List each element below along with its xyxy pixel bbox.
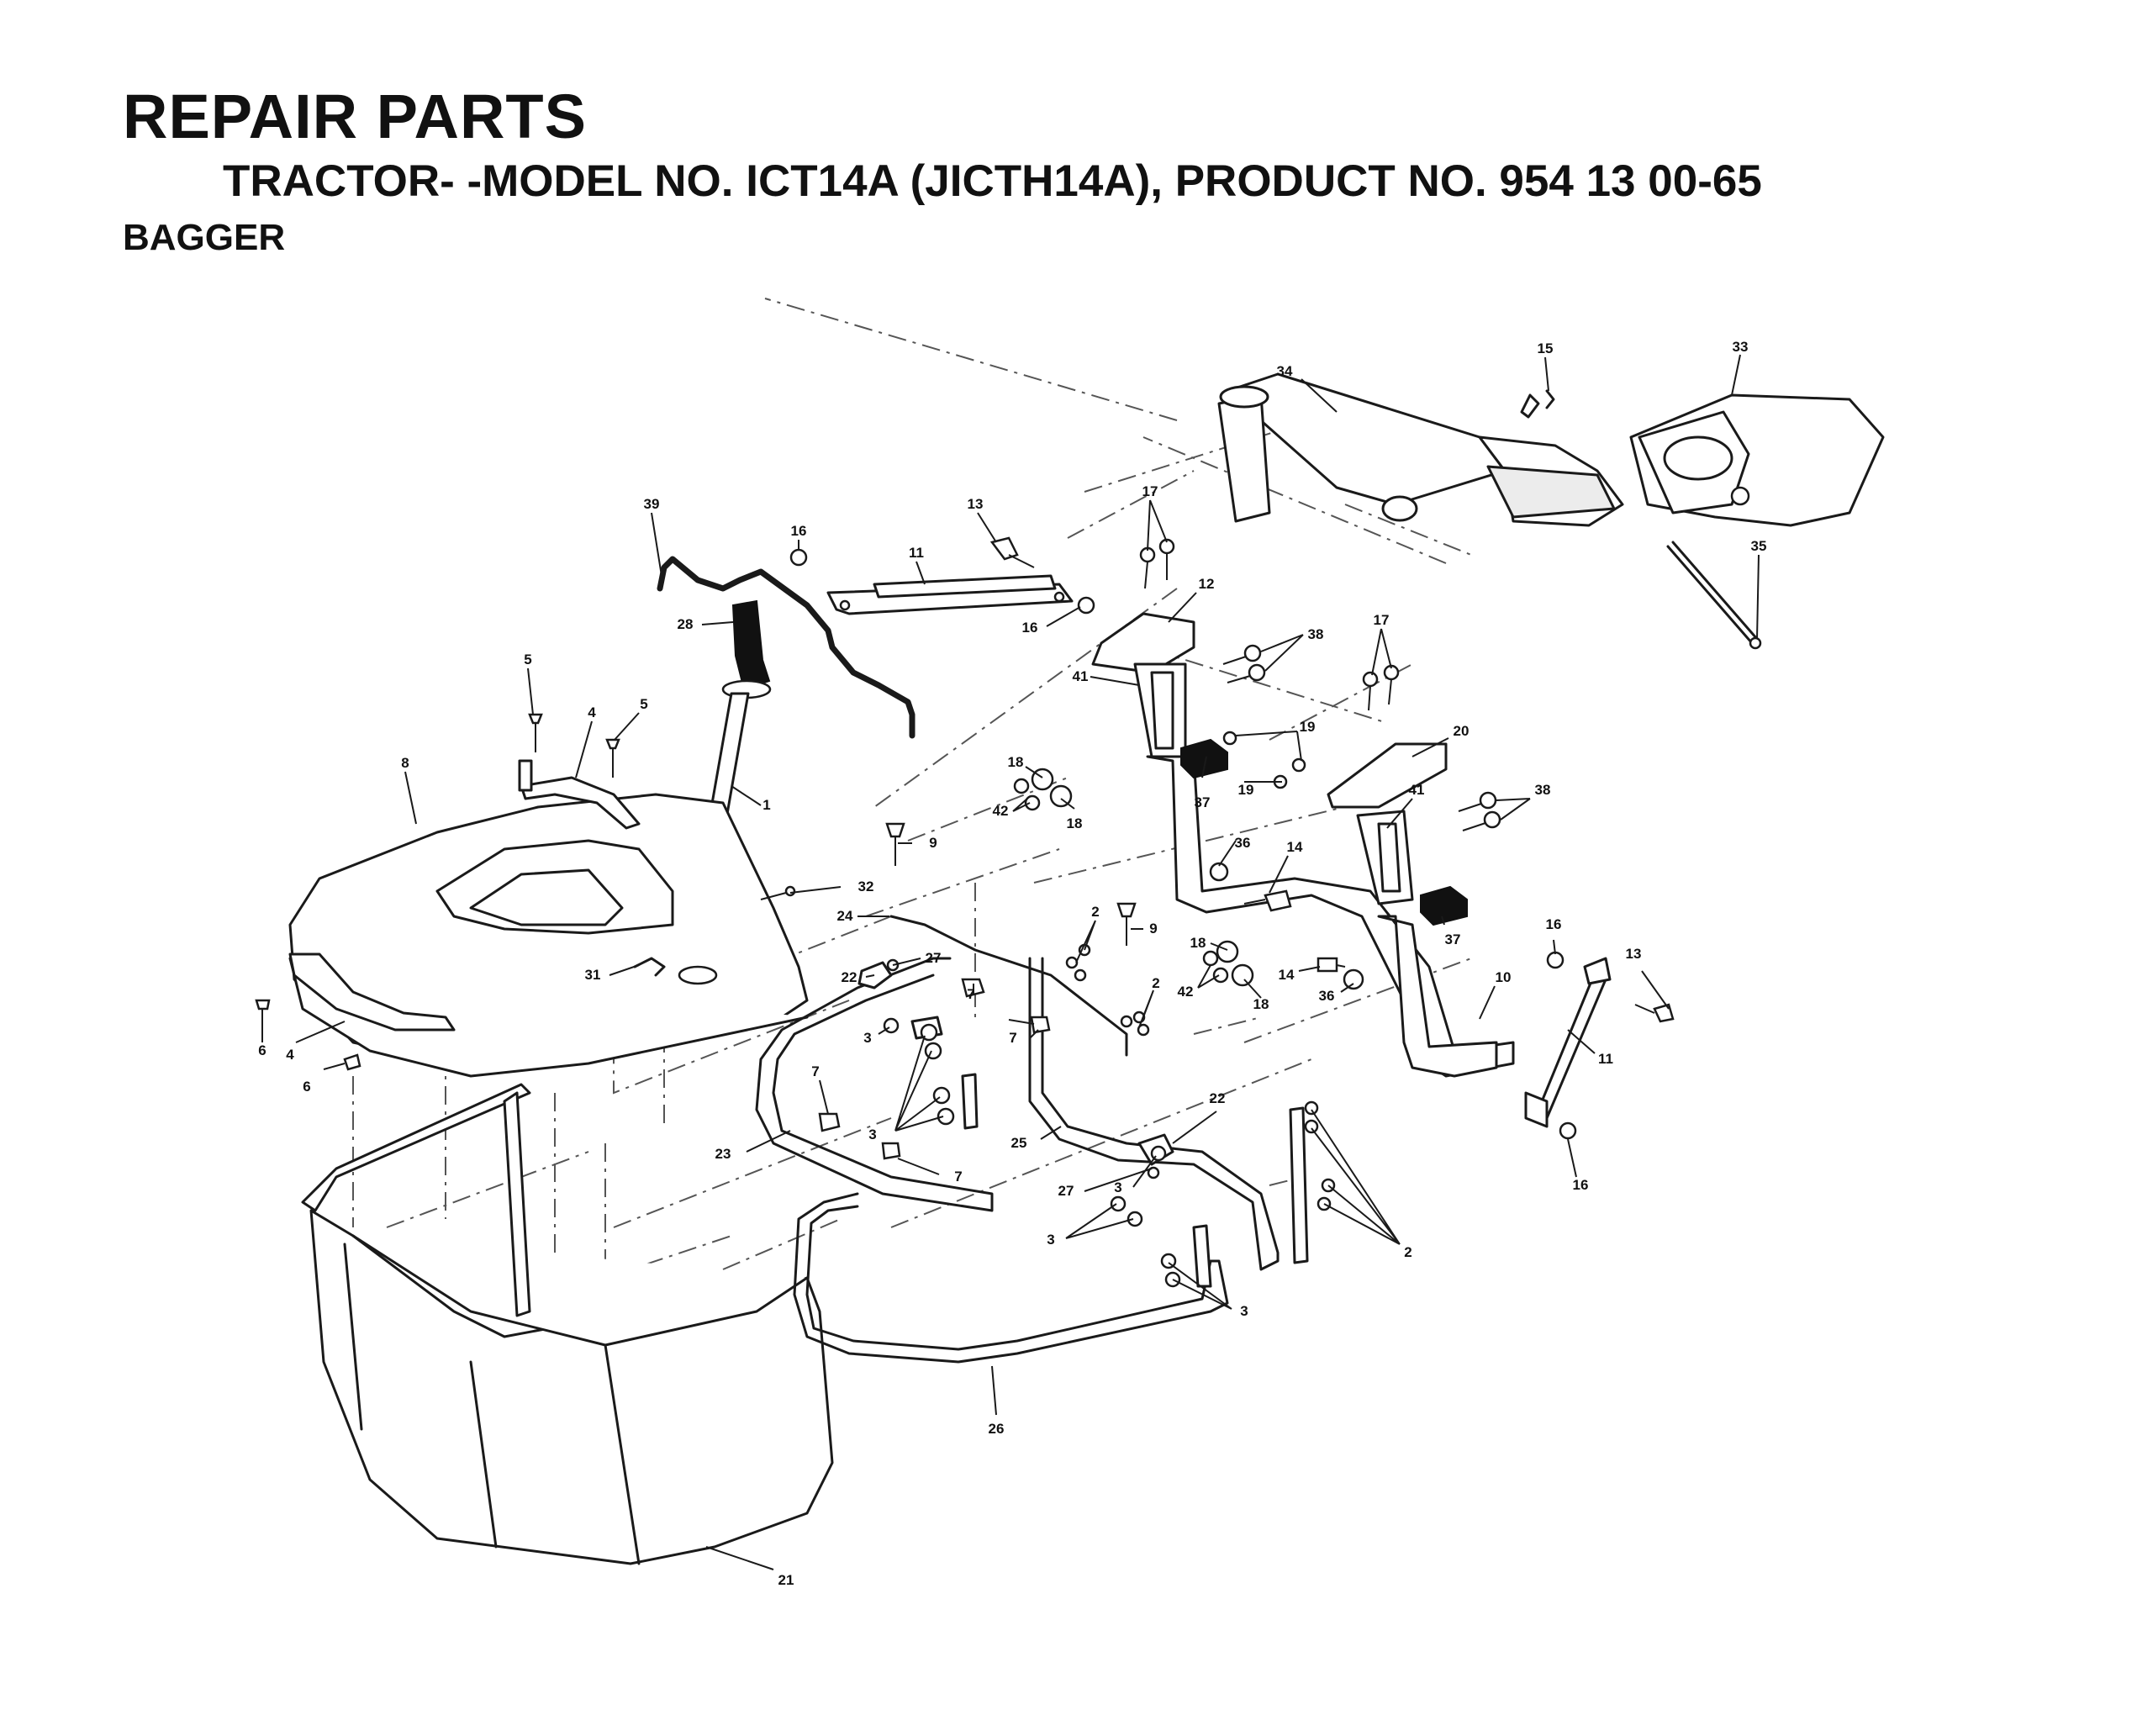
callout-23: 23 (715, 1146, 731, 1162)
section-title: BAGGER (123, 217, 286, 258)
callout-3: 3 (863, 1030, 871, 1046)
callout-11: 11 (909, 545, 924, 561)
callout-18: 18 (1253, 996, 1269, 1012)
left-frame-assembly (1091, 612, 1515, 1078)
callout-22: 22 (1210, 1090, 1226, 1106)
callout-25: 25 (1011, 1135, 1027, 1151)
callout-38: 38 (1308, 626, 1324, 642)
callout-18: 18 (1067, 815, 1083, 831)
bag-frame-rods (755, 915, 1309, 1364)
callout-16: 16 (791, 523, 807, 539)
callout-5: 5 (640, 696, 647, 712)
callout-3: 3 (1047, 1232, 1054, 1248)
callout-7: 7 (1009, 1030, 1016, 1046)
callout-18: 18 (1008, 754, 1024, 770)
callout-42: 42 (993, 803, 1009, 819)
callout-19: 19 (1238, 782, 1254, 798)
callout-4: 4 (588, 704, 596, 720)
callouts: 34 15 33 35 39 16 11 13 17 12 16 38 28 4… (258, 339, 1766, 1588)
bag-adapter-assembly (1217, 372, 1885, 650)
callout-9: 9 (1149, 921, 1157, 937)
callout-3: 3 (1114, 1179, 1121, 1195)
callout-7: 7 (954, 1169, 962, 1185)
callout-32: 32 (858, 879, 874, 894)
callout-leaders (261, 354, 1760, 1570)
callout-18: 18 (1190, 935, 1206, 951)
callout-1: 1 (762, 797, 770, 813)
callout-3: 3 (1240, 1303, 1248, 1319)
callout-34: 34 (1277, 363, 1293, 379)
callout-36: 36 (1235, 835, 1251, 851)
callout-41: 41 (1073, 668, 1089, 684)
callout-6: 6 (303, 1079, 310, 1095)
bumper-blocks (1180, 738, 1468, 926)
callout-16: 16 (1546, 916, 1562, 932)
callout-13: 13 (968, 496, 984, 512)
page-title: REPAIR PARTS (123, 82, 587, 151)
callout-21: 21 (778, 1572, 794, 1588)
callout-37: 37 (1195, 794, 1211, 810)
callout-31: 31 (585, 967, 601, 983)
model-subtitle: TRACTOR- -MODEL NO. ICT14A (JICTH14A), P… (223, 156, 1762, 206)
callout-16: 16 (1022, 620, 1038, 636)
callout-19: 19 (1300, 719, 1316, 735)
handle-4-lower (288, 952, 456, 1032)
callout-28: 28 (678, 616, 694, 632)
callout-11: 11 (1598, 1051, 1613, 1067)
callout-10: 10 (1496, 969, 1512, 985)
callout-15: 15 (1538, 340, 1554, 356)
callout-16: 16 (1573, 1177, 1589, 1193)
hardware (255, 389, 1675, 1288)
callout-13: 13 (1626, 946, 1642, 962)
callout-12: 12 (1199, 576, 1215, 592)
callout-39: 39 (644, 496, 660, 512)
callout-2: 2 (1091, 904, 1099, 920)
callout-22: 22 (842, 969, 857, 985)
callout-17: 17 (1374, 612, 1390, 628)
callout-36: 36 (1319, 988, 1335, 1004)
callout-26: 26 (989, 1421, 1005, 1437)
callout-24: 24 (837, 908, 853, 924)
bracket-11-lower (1524, 957, 1612, 1128)
callout-20: 20 (1454, 723, 1470, 739)
callout-41: 41 (1409, 782, 1425, 798)
bag-cover-8 (288, 793, 809, 1078)
bracket-11-upper (826, 574, 1074, 615)
wire-39 (657, 556, 915, 739)
callout-7: 7 (967, 986, 974, 1002)
callout-37: 37 (1445, 931, 1461, 947)
callout-4: 4 (286, 1047, 294, 1063)
callout-3: 3 (868, 1127, 876, 1142)
callout-5: 5 (524, 652, 531, 667)
callout-6: 6 (258, 1042, 266, 1058)
callout-27: 27 (926, 950, 942, 966)
callout-9: 9 (929, 835, 937, 851)
callout-38: 38 (1535, 782, 1551, 798)
callout-33: 33 (1733, 339, 1749, 355)
callout-42: 42 (1178, 984, 1194, 1000)
bag-21 (301, 1083, 834, 1565)
callout-7: 7 (811, 1063, 819, 1079)
callout-17: 17 (1142, 483, 1158, 499)
callout-14: 14 (1279, 967, 1295, 983)
handle-4-upper (518, 759, 641, 830)
callout-27: 27 (1058, 1183, 1074, 1199)
callout-35: 35 (1751, 538, 1767, 554)
callout-2: 2 (1152, 975, 1159, 991)
callout-8: 8 (401, 755, 409, 771)
callout-14: 14 (1287, 839, 1303, 855)
callout-2: 2 (1404, 1244, 1411, 1260)
